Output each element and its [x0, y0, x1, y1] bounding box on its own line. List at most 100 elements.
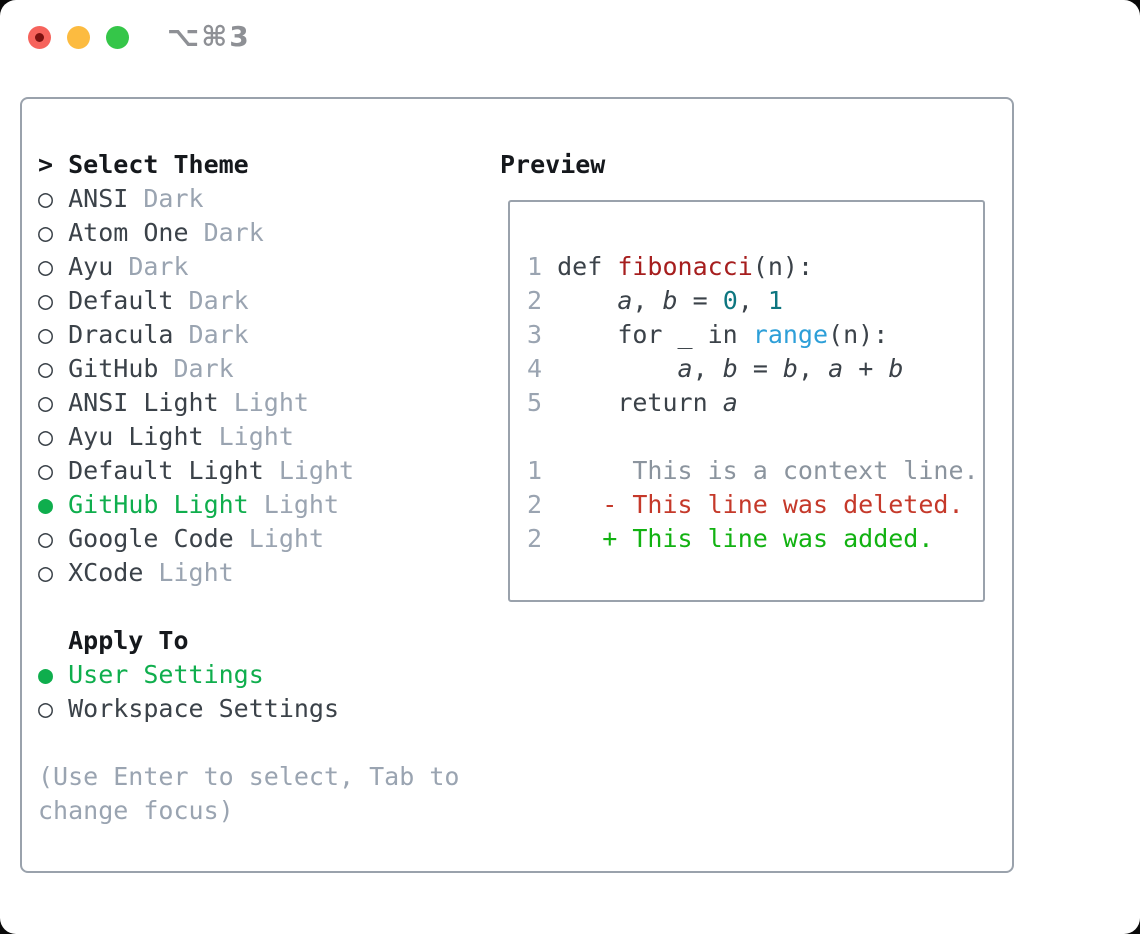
theme-item-ansi-dark[interactable]: ○ ANSI Dark — [38, 182, 459, 216]
theme-name: Ayu Light — [68, 422, 219, 451]
variable-token: b — [782, 354, 798, 383]
code-token: , — [737, 286, 768, 315]
theme-item-google-code-light[interactable]: ○ Google Code Light — [38, 522, 459, 556]
apply-to-header: Apply To — [38, 624, 459, 658]
theme-name: GitHub Light — [68, 490, 264, 519]
code-token: return — [557, 388, 723, 417]
radio-icon: ○ — [38, 354, 69, 383]
variable-token: b — [888, 354, 904, 383]
diff-deleted-line: 2 - This line was deleted. — [527, 488, 983, 522]
function-name-token: fibonacci — [617, 252, 753, 281]
line-number: 1 — [527, 252, 558, 281]
theme-tag: Dark — [128, 252, 189, 281]
theme-menu: > Select Theme ○ ANSI Dark ○ Atom One Da… — [38, 148, 459, 828]
variable-token: a — [722, 388, 738, 417]
code-line: 4 a, b = b, a + b — [527, 352, 983, 386]
window-shortcut-label: ⌥⌘3 — [167, 20, 251, 53]
code-token: = — [737, 354, 783, 383]
theme-name: Dracula — [68, 320, 189, 349]
theme-tag: Dark — [203, 218, 264, 247]
code-token: , — [692, 354, 723, 383]
line-number: 2 — [527, 524, 543, 553]
radio-icon: ○ — [38, 218, 69, 247]
theme-tag: Light — [233, 388, 309, 417]
theme-item-default-light[interactable]: ○ Default Light Light — [38, 454, 459, 488]
line-number: 2 — [527, 286, 558, 315]
zoom-button-icon[interactable] — [106, 26, 129, 49]
code-token: + — [843, 354, 889, 383]
theme-tag: Light — [248, 524, 324, 553]
builtin-call-token: range — [752, 320, 829, 349]
radio-selected-icon: ● — [38, 660, 69, 689]
theme-item-github-light-selected[interactable]: ● GitHub Light Light — [38, 488, 459, 522]
code-line: 3 for _ in range(n): — [527, 318, 983, 352]
context-text: This is a context line. — [542, 456, 979, 485]
radio-icon: ○ — [38, 320, 69, 349]
code-line: 5 return a — [527, 386, 983, 420]
theme-tag: Dark — [188, 320, 249, 349]
code-token: = — [677, 286, 723, 315]
code-token — [557, 354, 677, 383]
select-theme-header: > Select Theme — [38, 148, 459, 182]
variable-token: b — [662, 286, 678, 315]
hint-text-line1: (Use Enter to select, Tab to — [38, 762, 460, 791]
code-token — [557, 286, 617, 315]
spacer-row — [38, 590, 459, 624]
theme-tag: Light — [278, 456, 355, 485]
diff-context-line: 1 This is a context line. — [527, 454, 983, 488]
variable-token: b — [722, 354, 738, 383]
theme-item-atom-one-dark[interactable]: ○ Atom One Dark — [38, 216, 459, 250]
theme-item-github-dark[interactable]: ○ GitHub Dark — [38, 352, 459, 386]
theme-name: XCode — [68, 558, 159, 587]
theme-item-ansi-light[interactable]: ○ ANSI Light Light — [38, 386, 459, 420]
preview-title-label: Preview — [500, 150, 606, 179]
code-token: , — [632, 286, 663, 315]
theme-name: Ayu — [68, 252, 129, 281]
variable-token: a — [828, 354, 844, 383]
diff-added-line: 2 + This line was added. — [527, 522, 983, 556]
deleted-text: - This line was deleted. — [542, 490, 964, 519]
close-button-icon[interactable] — [28, 26, 51, 49]
line-number: 3 — [527, 320, 558, 349]
theme-item-ayu-dark[interactable]: ○ Ayu Dark — [38, 250, 459, 284]
radio-selected-icon: ● — [38, 490, 69, 519]
theme-item-ayu-light[interactable]: ○ Ayu Light Light — [38, 420, 459, 454]
theme-tag: Dark — [173, 354, 234, 383]
apply-option-user-settings[interactable]: ● User Settings — [38, 658, 459, 692]
apply-option-workspace-settings[interactable]: ○ Workspace Settings — [38, 692, 459, 726]
line-number: 4 — [527, 354, 558, 383]
theme-tag: Dark — [188, 286, 249, 315]
radio-icon: ○ — [38, 422, 69, 451]
code-token: (n): — [752, 252, 814, 281]
radio-icon: ○ — [38, 558, 69, 587]
theme-picker-panel: > Select Theme ○ ANSI Dark ○ Atom One Da… — [20, 97, 1014, 873]
code-token: def — [557, 252, 618, 281]
code-token: , — [797, 354, 829, 383]
radio-icon: ○ — [38, 456, 69, 485]
apply-to-title: Apply To — [38, 626, 189, 655]
line-number: 2 — [527, 490, 543, 519]
header-caret: > — [38, 150, 69, 179]
theme-tag: Dark — [143, 184, 204, 213]
theme-name: GitHub — [68, 354, 174, 383]
theme-item-default-dark[interactable]: ○ Default Dark — [38, 284, 459, 318]
hint-text-line2: change focus) — [38, 796, 234, 825]
code-line-blank — [527, 420, 983, 454]
code-token: for _ in — [557, 320, 753, 349]
theme-name: Google Code — [68, 524, 249, 553]
minimize-button-icon[interactable] — [67, 26, 90, 49]
line-number: 1 — [527, 456, 543, 485]
title-bar: ⌥⌘3 — [0, 0, 1140, 75]
radio-icon: ○ — [38, 524, 69, 553]
variable-token: a — [617, 286, 633, 315]
theme-tag: Light — [218, 422, 294, 451]
preview-title: Preview — [500, 148, 605, 182]
variable-token: a — [677, 354, 693, 383]
theme-name: Atom One — [68, 218, 204, 247]
theme-item-dracula-dark[interactable]: ○ Dracula Dark — [38, 318, 459, 352]
spacer-row — [38, 726, 459, 760]
radio-icon: ○ — [38, 694, 69, 723]
theme-item-xcode-light[interactable]: ○ XCode Light — [38, 556, 459, 590]
theme-name: Default — [68, 286, 189, 315]
apply-option-label: Workspace Settings — [68, 694, 340, 723]
